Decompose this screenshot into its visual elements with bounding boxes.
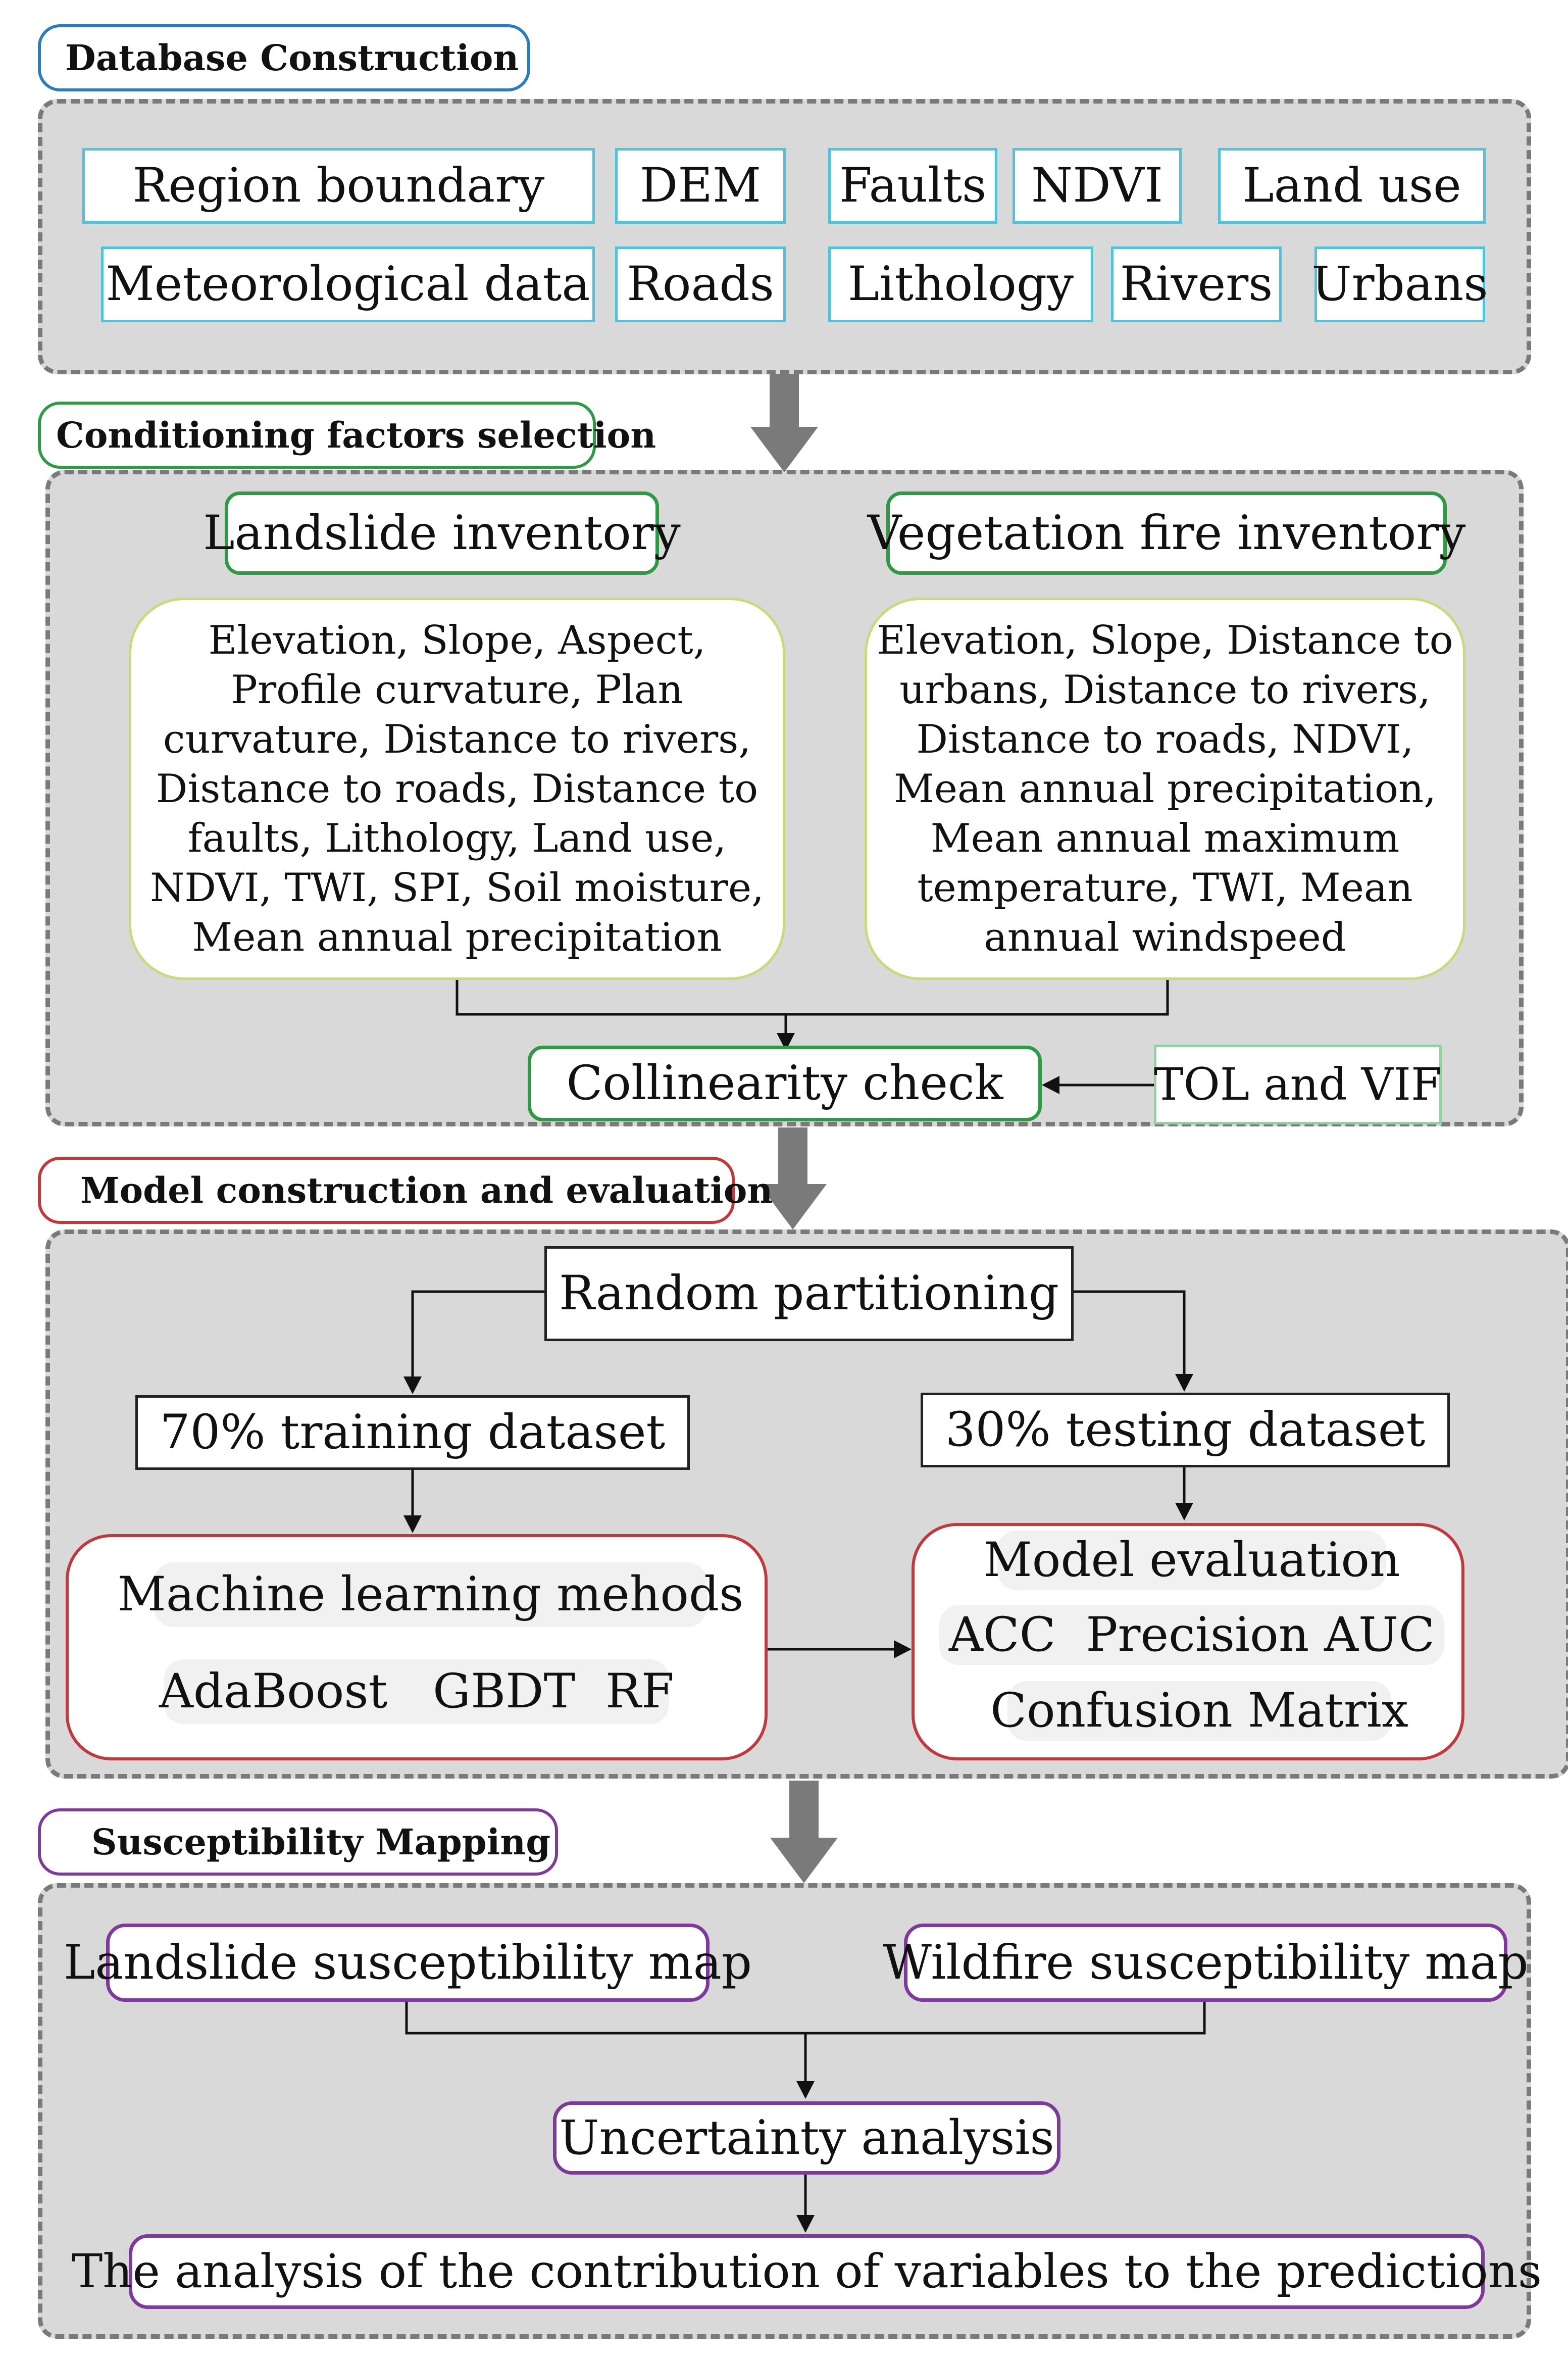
tol-vif-box: TOL and VIF	[1154, 1045, 1442, 1124]
section-label-conditioning: Conditioning factors selection	[38, 402, 656, 469]
dem-box: DEM	[615, 148, 786, 224]
algorithms-label: AdaBoost GBDT RF	[159, 1659, 674, 1724]
arrowhead-testing	[1175, 1374, 1193, 1392]
roads-box: Roads	[615, 247, 786, 322]
training-dataset-box: 70% training dataset	[135, 1395, 690, 1470]
connector-to-testing	[1072, 1290, 1186, 1382]
arrowhead-collinearity	[777, 1033, 795, 1051]
uncertainty-analysis-box: Uncertainty analysis	[553, 2101, 1060, 2175]
section-label-mapping: Susceptibility Mapping	[38, 1808, 558, 1876]
wildfire-map-box: Wildfire susceptibility map	[883, 1924, 1529, 2002]
testing-dataset-box: 30% testing dataset	[921, 1393, 1450, 1467]
section-label-database: Database Construction	[38, 24, 530, 91]
landslide-map-box: Landslide susceptibility map	[64, 1924, 752, 2002]
arrowhead-eval	[1175, 1503, 1193, 1520]
model-evaluation-label: Model evaluation	[984, 1531, 1400, 1590]
faults-box: Faults	[828, 148, 997, 224]
contribution-analysis-box: The analysis of the contribution of vari…	[72, 2234, 1542, 2309]
urbans-box: Urbans	[1311, 247, 1488, 322]
collinearity-check-box: Collinearity check	[528, 1046, 1042, 1121]
random-partitioning-box: Random partitioning	[544, 1246, 1074, 1341]
arrowhead-tol	[1042, 1076, 1059, 1094]
connector-maps-merge	[405, 2000, 1206, 2035]
connector-factors-merge	[456, 980, 1169, 1016]
confusion-matrix-label: Confusion Matrix	[990, 1681, 1408, 1741]
ml-methods-label: Machine learning mehods	[118, 1562, 743, 1627]
arrowhead-uncertainty	[796, 2081, 815, 2099]
arrowhead-ml-eval	[894, 1640, 912, 1658]
database-panel	[38, 99, 1531, 374]
connector-to-training	[411, 1290, 547, 1384]
landslide-inventory-box: Landslide inventory	[203, 491, 681, 575]
region-boundary-box: Region boundary	[82, 148, 595, 224]
section-arrow-3	[770, 1781, 838, 1883]
ndvi-box: NDVI	[1013, 148, 1182, 224]
landslide-factors-box: Elevation, Slope, Aspect, Profile curvat…	[129, 598, 785, 980]
metrics-label: ACC Precision AUC	[939, 1605, 1444, 1665]
rivers-box: Rivers	[1111, 247, 1282, 322]
section-arrow-1	[750, 374, 818, 472]
fire-factors-box: Elevation, Slope, Distance to urbans, Di…	[865, 598, 1465, 980]
meteorological-data-box: Meteorological data	[101, 247, 595, 322]
arrowhead-contribution	[796, 2215, 815, 2233]
arrowhead-training	[403, 1376, 422, 1394]
arrowhead-ml	[403, 1515, 422, 1533]
land-use-box: Land use	[1218, 148, 1486, 224]
section-arrow-2	[759, 1127, 827, 1229]
section-label-model: Model construction and evaluation	[38, 1157, 773, 1224]
lithology-box: Lithology	[828, 247, 1093, 322]
vegetation-fire-inventory-box: Vegetation fire inventory	[868, 491, 1465, 575]
